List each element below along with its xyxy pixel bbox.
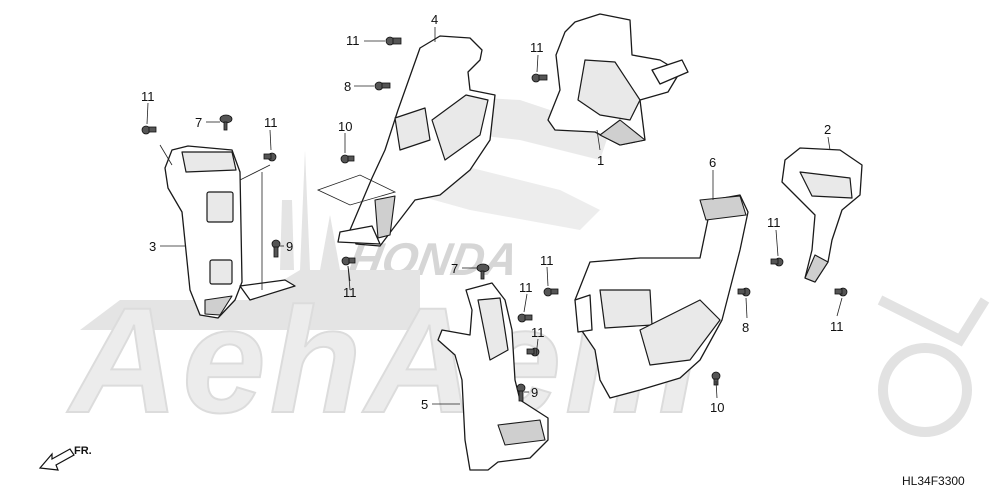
leader-lines	[146, 27, 843, 405]
bolt-11-topcenter	[531, 73, 548, 83]
bolt-11-center-b	[517, 313, 533, 323]
part-1-cover	[547, 13, 689, 146]
part-5-panel	[437, 282, 549, 471]
front-direction-label: FR.	[74, 445, 92, 457]
callout-9-left: 9	[286, 239, 293, 254]
callout-11-left-a: 11	[141, 89, 155, 104]
bolt-11-top	[385, 36, 402, 46]
callout-3: 3	[149, 239, 156, 254]
fasteners	[141, 36, 848, 402]
callout-5: 5	[421, 397, 428, 412]
callout-7-center: 7	[451, 261, 458, 276]
bolt-9-left	[271, 239, 281, 258]
bolt-8-right	[737, 287, 751, 297]
bolt-11-left-b	[263, 152, 277, 162]
callout-4: 4	[431, 12, 438, 27]
bolt-8-top	[374, 81, 391, 91]
part-6-panel	[574, 194, 749, 399]
watermark: HONDA AehAem	[65, 95, 990, 445]
bolt-10-left	[340, 154, 355, 164]
bolt-11-left-a	[141, 125, 157, 135]
callout-11-right-b: 11	[830, 319, 844, 334]
callout-11-top: 11	[346, 33, 360, 48]
bolt-11-leftbottom	[341, 256, 356, 266]
screw-7-left	[219, 114, 233, 131]
callout-11-topcenter: 11	[530, 40, 544, 55]
bolt-11-right-a	[770, 257, 784, 267]
callout-10-left: 10	[338, 119, 352, 134]
callout-11-left-b: 11	[264, 115, 278, 130]
callout-8-right: 8	[742, 320, 749, 335]
bolt-11-right-b	[834, 287, 848, 297]
callout-11-center-c: 11	[531, 325, 545, 340]
callout-9-center: 9	[531, 385, 538, 400]
front-direction-indicator: FR.	[38, 445, 92, 471]
callout-10-bottom: 10	[710, 400, 724, 415]
callout-2: 2	[824, 122, 831, 137]
callout-11-center-a: 11	[540, 253, 554, 268]
callout-11-leftbottom: 11	[343, 285, 357, 300]
callout-6: 6	[709, 155, 716, 170]
diagram-code: HL34F3300	[902, 474, 965, 488]
part-2-bracket	[781, 147, 863, 283]
callout-labels: 1 2 3 4 5 6 7 7 8 8 9 9 10 10 11 11 11 1…	[141, 12, 844, 415]
front-arrow-icon	[38, 448, 75, 471]
watermark-motorcycle	[877, 295, 990, 437]
bolt-11-center-a	[543, 287, 559, 297]
callout-11-center-b: 11	[519, 280, 533, 295]
callout-7-left: 7	[195, 115, 202, 130]
bolt-9-center	[516, 383, 526, 402]
watermark-text: AehAem	[66, 276, 703, 444]
part-4-panel	[316, 35, 496, 247]
part-3-panel	[164, 145, 296, 319]
callout-1: 1	[597, 153, 604, 168]
callout-8-top: 8	[344, 79, 351, 94]
callout-11-right-a: 11	[767, 215, 781, 230]
